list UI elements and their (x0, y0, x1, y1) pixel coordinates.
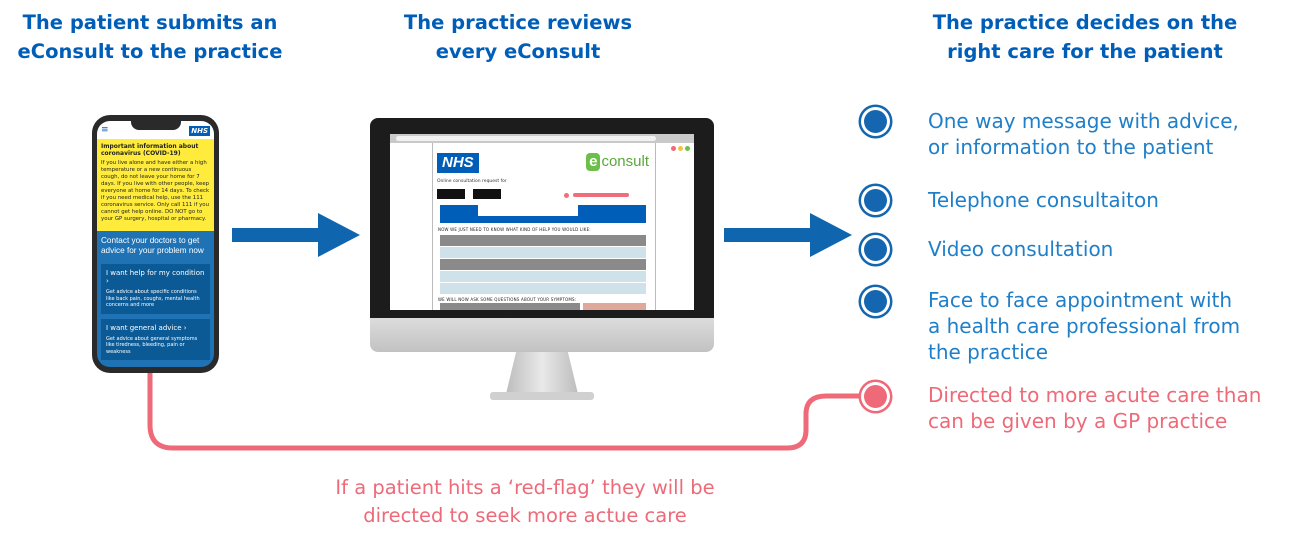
option-video: Video consultation (928, 236, 1288, 262)
option-telephone: Telephone consultaiton (928, 187, 1288, 213)
form-row-4[interactable] (440, 271, 646, 282)
monitor-base (490, 392, 594, 400)
option-3-line-1: Video consultation (928, 237, 1114, 261)
browser-toolbar (390, 134, 694, 151)
arrow-2-icon (724, 213, 852, 257)
option-face-to-face: Face to face appointment with a health c… (928, 287, 1288, 365)
step-3-heading: The practice decides on the right care f… (900, 8, 1270, 66)
arrow-1-icon (232, 213, 360, 257)
option-1-line-1: One way message with advice, (928, 109, 1239, 133)
contact-heading: Contact your doctors to get advice for y… (101, 236, 204, 255)
form-row-5[interactable] (440, 283, 646, 294)
minimise-dot-icon[interactable] (678, 146, 683, 151)
condition-help-card[interactable]: I want help for my condition › Get advic… (101, 264, 210, 314)
option-5-line-1: Directed to more acute care than (928, 383, 1262, 407)
alert-title: Important information about coronavirus … (101, 143, 199, 157)
option-1-line-2: or information to the patient (928, 135, 1214, 159)
step-2-heading-line-2: every eConsult (435, 40, 601, 63)
option-1-bullet-icon (864, 110, 887, 133)
red-flag-note-line-2: directed to seek more actue care (363, 504, 687, 527)
option-4-bullet-icon (864, 290, 887, 313)
general-advice-title: I want general advice › (106, 323, 187, 332)
econsult-logo-word: consult (601, 153, 649, 170)
phone-screen: ≡ NHS Important information about corona… (97, 121, 214, 367)
request-text: Online consultation request for (437, 179, 507, 184)
red-flag-note: If a patient hits a ‘red-flag’ they will… (300, 474, 750, 530)
section-1-heading: NOW WE JUST NEED TO KNOW WHAT KIND OF HE… (438, 227, 591, 232)
nhs-logo: NHS (189, 126, 210, 136)
nhs-form-logo: NHS (437, 153, 479, 173)
step-2-heading-line-1: The practice reviews (403, 11, 633, 34)
monitor-stand (506, 352, 578, 394)
redacted-field-2 (473, 189, 501, 199)
option-acute-care: Directed to more acute care than can be … (928, 382, 1288, 434)
phone-header: ≡ NHS (97, 121, 214, 139)
browser-address-bar[interactable] (396, 136, 656, 141)
phone-mockup: ≡ NHS Important information about corona… (92, 115, 219, 373)
red-flag-note-line-1: If a patient hits a ‘red-flag’ they will… (335, 476, 715, 499)
progress-line (573, 193, 629, 197)
form-row-3[interactable] (440, 259, 646, 270)
option-2-line-1: Telephone consultaiton (928, 188, 1159, 212)
step-1-heading: The patient submits an eConsult to the p… (0, 8, 300, 66)
condition-help-desc: Get advice about specific conditions lik… (106, 289, 200, 308)
step-3-heading-line-2: right care for the patient (947, 40, 1223, 63)
general-advice-desc: Get advice about general symptoms like t… (106, 335, 198, 355)
option-3-bullet-icon (864, 238, 887, 261)
monitor-chin (370, 318, 714, 352)
step-3-heading-line-1: The practice decides on the (932, 11, 1238, 34)
step-1-heading-line-2: eConsult to the practice (17, 40, 283, 63)
option-2-bullet-icon (864, 189, 887, 212)
option-5-line-2: can be given by a GP practice (928, 409, 1228, 433)
redacted-field-1 (437, 189, 465, 199)
form-row-2[interactable] (440, 247, 646, 258)
option-5-bullet-icon (864, 385, 887, 408)
form-row-1[interactable] (440, 235, 646, 246)
progress-dot (564, 193, 569, 198)
econsult-logo-mark: e (586, 153, 601, 171)
option-message-advice: One way message with advice, or informat… (928, 108, 1288, 160)
condition-help-title: I want help for my condition › (106, 269, 205, 285)
covid-alert: Important information about coronavirus … (97, 139, 214, 231)
maximise-dot-icon[interactable] (685, 146, 690, 151)
general-advice-card[interactable]: I want general advice › Get advice about… (101, 318, 210, 360)
close-dot-icon[interactable] (671, 146, 676, 151)
window-controls (669, 136, 690, 155)
step-2-heading: The practice reviews every eConsult (388, 8, 648, 66)
step-1-heading-line-1: The patient submits an (22, 11, 278, 34)
alert-body: If you live alone and have either a high… (101, 160, 210, 222)
menu-icon[interactable]: ≡ (101, 125, 109, 135)
form-blue-banner (440, 205, 646, 223)
option-4-line-2: a health care professional from (928, 314, 1241, 338)
form-row-6[interactable] (440, 303, 580, 310)
phone-notch (131, 121, 181, 130)
form-row-6-image (583, 303, 646, 310)
option-4-line-3: the practice (928, 340, 1049, 364)
option-4-line-1: Face to face appointment with (928, 288, 1233, 312)
section-2-heading: WE WILL NOW ASK SOME QUESTIONS ABOUT YOU… (438, 297, 577, 302)
